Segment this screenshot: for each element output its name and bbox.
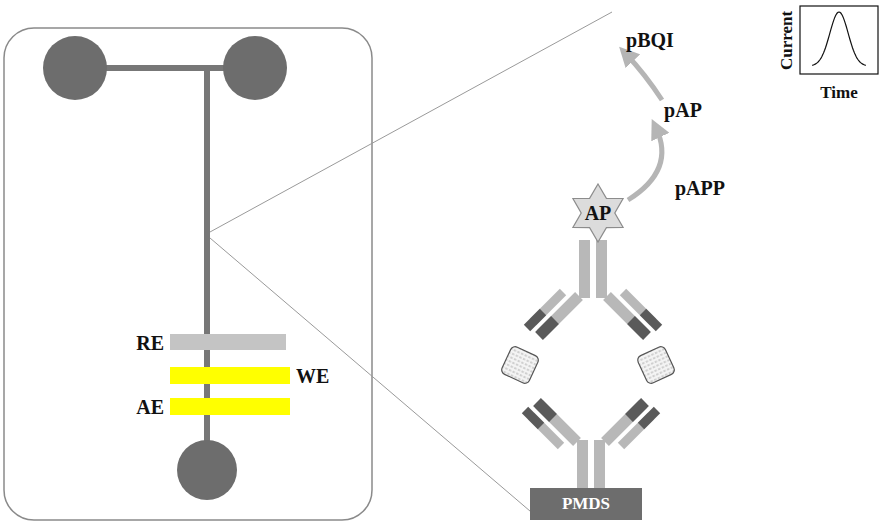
graph-frame (800, 6, 878, 74)
working-electrode (170, 367, 290, 384)
axis-label: Current (778, 10, 795, 69)
electrode-label: RE (136, 333, 164, 353)
node-label: PMDS (562, 494, 610, 514)
reservoir (223, 36, 287, 100)
reference-electrode (170, 334, 286, 350)
auxiliary-electrode (170, 398, 290, 415)
axis-label: Time (820, 84, 857, 101)
antigen (500, 345, 540, 385)
substrate-bar: PMDS (530, 488, 642, 520)
current-peak (812, 12, 866, 65)
species-label: pBQI (626, 30, 674, 50)
electrode-label: AE (136, 397, 164, 417)
chip-outline (4, 28, 372, 520)
enzyme-star: AP (568, 183, 628, 243)
electrode-label: WE (296, 366, 329, 386)
node-label: AP (585, 202, 612, 225)
species-label: pAP (664, 100, 702, 120)
detection-antibody (527, 240, 659, 336)
antigen (636, 345, 676, 385)
reaction-arrow (626, 54, 662, 100)
reservoir (43, 36, 107, 100)
zoom-line (210, 238, 537, 517)
reservoir (177, 440, 237, 500)
species-label: pAPP (675, 178, 725, 198)
zoom-line (210, 12, 612, 232)
capture-antibody (525, 402, 657, 488)
reaction-arrow (628, 128, 662, 200)
